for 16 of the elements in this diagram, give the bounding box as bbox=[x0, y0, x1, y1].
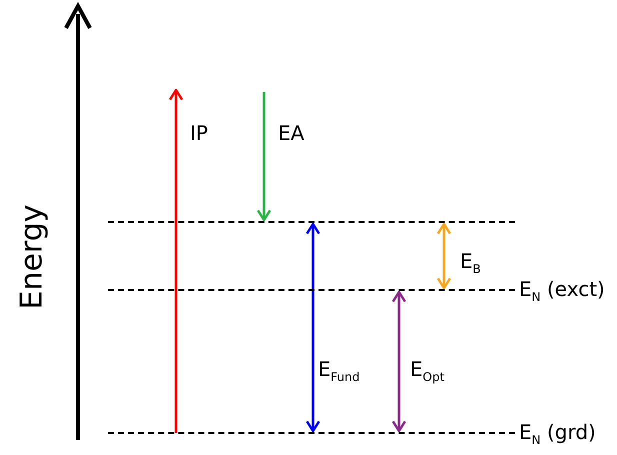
edge-label: EA bbox=[278, 122, 304, 144]
arrow bbox=[306, 222, 320, 432]
arrow bbox=[392, 290, 406, 432]
arrow bbox=[168, 88, 184, 433]
edge-label: E$_{Fund}$ bbox=[318, 358, 360, 386]
energy-level-line bbox=[108, 221, 515, 223]
level-label: E$_{N}$ (grd) bbox=[519, 421, 596, 449]
level-label: E$_{N}$ (exct) bbox=[519, 278, 605, 306]
energy-level-line bbox=[108, 289, 515, 291]
arrow bbox=[256, 92, 272, 222]
edge-label: E$_{Opt}$ bbox=[410, 358, 444, 386]
axis-label: Energy bbox=[16, 204, 50, 310]
energy-level-line bbox=[108, 432, 515, 434]
arrow bbox=[436, 222, 452, 290]
edge-label: IP bbox=[190, 122, 208, 144]
edge-label: E$_{B}$ bbox=[460, 250, 481, 278]
